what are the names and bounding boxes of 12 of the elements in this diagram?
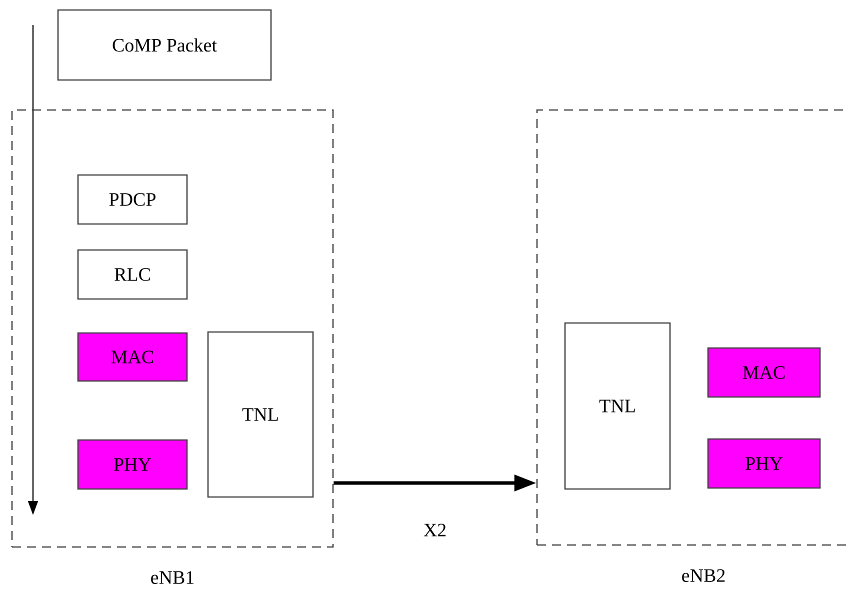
node-label: eNB1 [151,571,194,584]
layer-box: RLC [77,249,188,300]
layer-box: CoMP Packet [57,9,272,81]
layer-box: PDCP [77,174,188,225]
layer-box: TNL [207,331,314,498]
layer-box: MAC [77,332,188,382]
layer-box: PHY [77,439,188,490]
layer-box: MAC [707,347,821,398]
edge-label: X2 [422,522,448,538]
layer-box: TNL [564,322,671,490]
layer-box: PHY [707,438,821,489]
node-label: eNB2 [682,569,725,582]
